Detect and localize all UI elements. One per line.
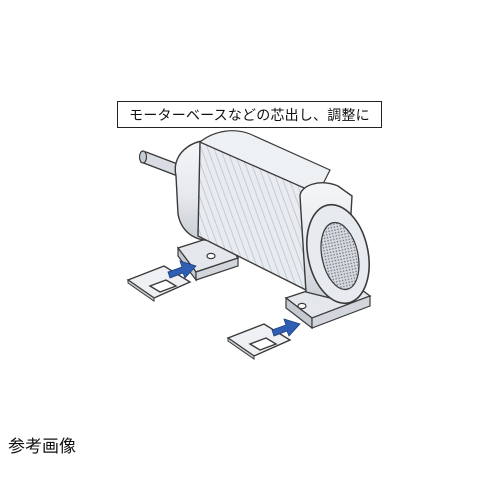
arrow-right (271, 318, 301, 337)
motor-body (174, 130, 370, 305)
reference-image-label: 参考画像 (8, 437, 76, 457)
caption-text: モーターベースなどの芯出し、調整に (129, 107, 370, 124)
caption-box: モーターベースなどの芯出し、調整に (117, 101, 382, 128)
arrow-left (167, 260, 197, 279)
